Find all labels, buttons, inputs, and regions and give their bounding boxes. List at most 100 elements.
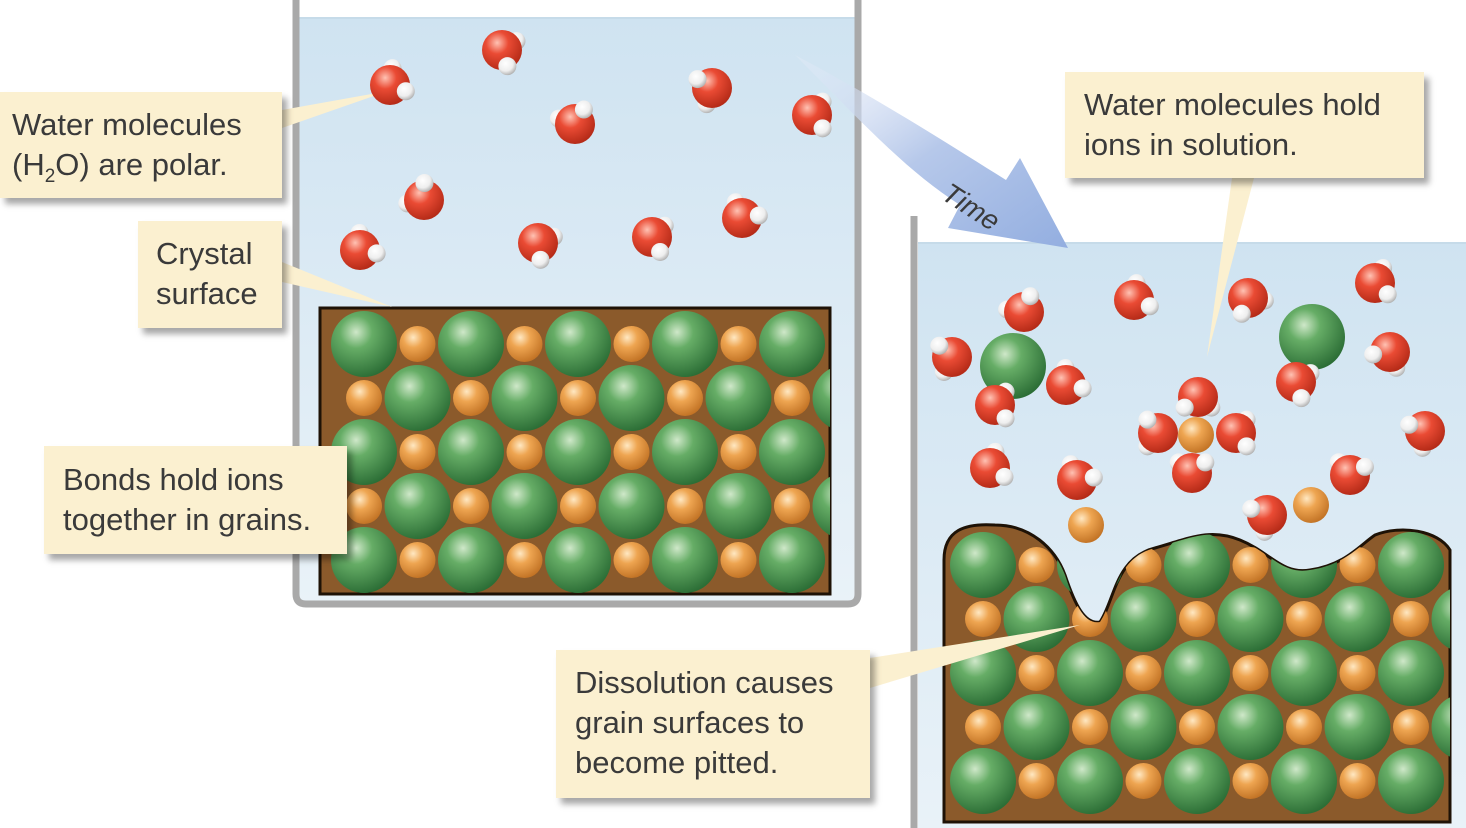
left-beaker-wall — [292, 0, 862, 608]
large-ion — [598, 365, 665, 431]
label-crystal-surface-line2: surface — [156, 276, 258, 311]
label-crystal-surface-line1: Crystal — [156, 236, 253, 271]
hydrogen-atom — [1242, 499, 1261, 518]
large-ion — [1057, 748, 1123, 814]
oxygen-atom — [518, 223, 558, 263]
hydrogen-atom — [367, 244, 386, 263]
hydrogen-atom — [1378, 285, 1397, 304]
small-ion — [1125, 655, 1162, 691]
hydrogen-atom — [1196, 453, 1215, 472]
water-molecule — [1228, 278, 1274, 323]
small-ion — [613, 326, 650, 362]
small-ion — [1178, 417, 1214, 453]
label-bonds-line1: Bonds hold ions — [63, 462, 284, 497]
large-ion — [1110, 694, 1177, 760]
hydrogen-atom — [996, 409, 1015, 428]
hydrogen-atom — [1084, 468, 1103, 487]
large-ion — [1217, 586, 1284, 652]
small-ion — [399, 542, 436, 578]
small-ion — [560, 488, 596, 524]
large-ion — [652, 311, 718, 377]
small-ion — [346, 380, 382, 416]
small-ion — [720, 326, 757, 362]
hydrogen-atom — [1355, 457, 1374, 476]
water-molecule — [1400, 411, 1445, 457]
subscript-2: 2 — [44, 166, 56, 187]
large-ion — [1324, 694, 1391, 760]
hydrogen-atom — [1237, 437, 1256, 456]
water-molecule — [1276, 362, 1320, 408]
large-ion — [652, 419, 718, 485]
large-ion — [759, 419, 825, 485]
oxygen-atom — [404, 180, 444, 220]
small-ion — [1339, 655, 1376, 691]
right-grain — [942, 523, 1452, 824]
water-molecule — [340, 224, 386, 270]
large-ion — [545, 419, 611, 485]
water-molecule — [482, 30, 526, 76]
small-ion — [613, 434, 650, 470]
left-lattice — [331, 311, 830, 593]
small-ion — [506, 542, 543, 578]
oxygen-atom — [1046, 365, 1086, 405]
water-molecule — [1364, 332, 1410, 377]
hydrogen-atom — [1175, 398, 1194, 417]
hydrogen-atom — [1400, 415, 1419, 434]
large-ion — [950, 532, 1016, 598]
label-dissolution: Dissolution causes grain surfaces to bec… — [556, 650, 870, 798]
small-ion — [1232, 547, 1269, 583]
small-ion — [1068, 507, 1104, 543]
small-ion — [1018, 655, 1055, 691]
small-ion — [667, 380, 703, 416]
small-ion — [1293, 487, 1329, 523]
large-ion — [438, 527, 504, 593]
hydrogen-atom — [688, 70, 707, 89]
large-ion — [1378, 748, 1444, 814]
small-ion — [399, 326, 436, 362]
left-grain — [318, 306, 832, 596]
hydrogen-atom — [531, 250, 550, 269]
small-ion — [1125, 763, 1162, 799]
large-ion — [705, 365, 772, 431]
small-ion — [1286, 709, 1322, 745]
large-ion — [1431, 586, 1450, 652]
water-molecule — [975, 382, 1015, 428]
hydrogen-atom — [574, 100, 593, 119]
hydrogen-atom — [1232, 304, 1251, 323]
large-ion — [980, 333, 1046, 399]
water-molecule — [1114, 274, 1159, 320]
leader-crystal-surface — [282, 262, 392, 307]
water-molecule — [1329, 453, 1374, 495]
hydrogen-atom — [1140, 297, 1159, 316]
large-ion — [1110, 586, 1177, 652]
hydrogen-atom — [415, 174, 434, 193]
leader-water-polar — [282, 91, 388, 128]
large-ion — [545, 311, 611, 377]
large-ion — [331, 527, 397, 593]
large-ion — [812, 476, 830, 536]
small-ion — [1179, 601, 1215, 637]
hydrogen-atom — [498, 57, 517, 76]
water-molecule — [722, 193, 768, 238]
label-dissolution-line1: Dissolution causes — [575, 665, 834, 700]
hydrogen-atom — [1073, 379, 1092, 398]
large-ion — [1378, 532, 1444, 598]
small-ion — [1339, 763, 1376, 799]
large-ion — [438, 419, 504, 485]
small-ion — [1179, 709, 1215, 745]
leader-lines — [282, 91, 1254, 688]
large-ion — [331, 419, 397, 485]
label-water-polar-line2: (H2O) are polar. — [12, 147, 228, 187]
large-ion — [1164, 640, 1230, 706]
small-ion — [1393, 709, 1429, 745]
small-ion — [1286, 601, 1322, 637]
small-ion — [965, 709, 1001, 745]
large-ion — [545, 527, 611, 593]
large-ion — [598, 473, 665, 539]
water-molecule — [518, 223, 563, 269]
large-ion — [384, 365, 451, 431]
hydrogen-atom — [813, 119, 832, 138]
small-ion — [453, 488, 489, 524]
large-ion — [1271, 748, 1337, 814]
water-molecule — [370, 59, 415, 105]
